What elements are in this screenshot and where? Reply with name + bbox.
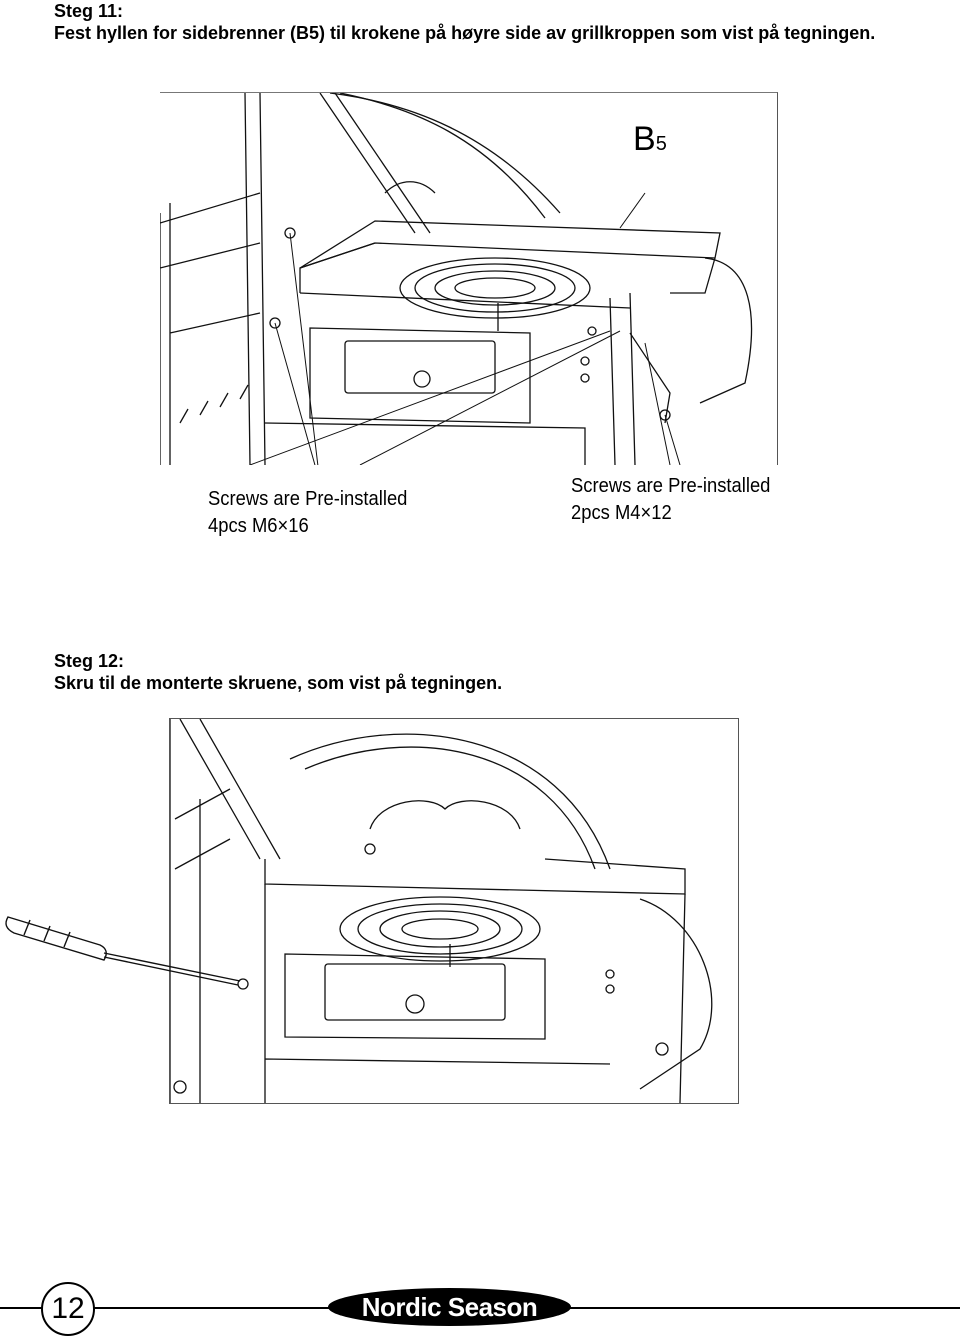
note-left-line-2: 4pcs M6×16: [208, 515, 309, 537]
part-number: 5: [655, 133, 667, 155]
screwdriver-icon: [5, 916, 241, 986]
step-11-text: Fest hyllen for sidebrenner (B5) til kro…: [54, 23, 876, 43]
step-11-title: Steg 11:: [54, 1, 124, 21]
brand-logo: Nordic Season: [328, 1288, 571, 1326]
note-left-line-1: Screws are Pre-installed: [208, 488, 408, 510]
page-number: 12: [41, 1282, 95, 1336]
part-letter: B: [633, 120, 656, 158]
note-right-line-2: 2pcs M4×12: [571, 502, 672, 524]
step-11-heading: Steg 11: Fest hyllen for sidebrenner (B5…: [54, 0, 875, 44]
note-right-line-1: Screws are Pre-installed: [571, 475, 771, 497]
tighten-screws-illustration: [169, 718, 713, 1104]
side-burner-shelf-illustration: [159, 92, 753, 484]
step-12-heading: Steg 12: Skru til de monterte skruene, s…: [54, 650, 502, 694]
part-b5-label: B5: [633, 120, 667, 159]
note-m4-screws: Screws are Pre-installed 2pcs M4×12: [571, 473, 770, 527]
step-11-drawing: [159, 92, 778, 484]
step-12-text: Skru til de monterte skruene, som vist p…: [54, 673, 503, 693]
step-12-title: Steg 12:: [54, 651, 125, 671]
step-12-drawing: [169, 718, 739, 1104]
note-m6-screws: Screws are Pre-installed 4pcs M6×16: [208, 486, 407, 540]
